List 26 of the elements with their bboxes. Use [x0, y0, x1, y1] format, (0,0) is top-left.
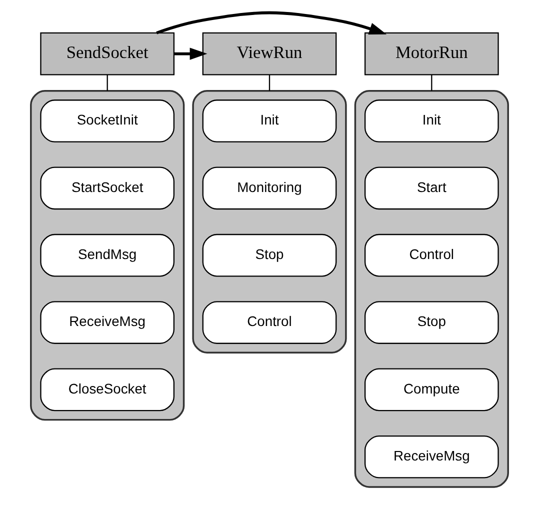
node-box: Control [364, 234, 499, 277]
arrow [156, 11, 387, 35]
arrow [174, 48, 208, 60]
node-box: Stop [202, 234, 337, 277]
node-box: Init [364, 100, 499, 142]
node-box: SocketInit [40, 100, 175, 142]
cluster [30, 90, 185, 421]
node-box: CloseSocket [40, 368, 175, 412]
connector [106, 74, 108, 91]
connector [268, 74, 270, 91]
cluster [192, 90, 347, 354]
node-box: SendMsg [40, 234, 175, 277]
node-box: Init [202, 100, 337, 142]
node-box: ReceiveMsg [364, 435, 499, 478]
node-box: Start [364, 166, 499, 210]
node-box: Compute [364, 368, 499, 412]
node-box: Monitoring [202, 166, 337, 210]
node-box: ViewRun [202, 32, 337, 76]
node-box: Control [202, 301, 337, 344]
node-box: Stop [364, 301, 499, 344]
node-box: ReceiveMsg [40, 301, 175, 344]
cluster [354, 90, 509, 488]
node-box: StartSocket [40, 166, 175, 210]
connector [431, 74, 432, 91]
node-box: MotorRun [364, 32, 499, 76]
node-box: SendSocket [40, 32, 175, 76]
